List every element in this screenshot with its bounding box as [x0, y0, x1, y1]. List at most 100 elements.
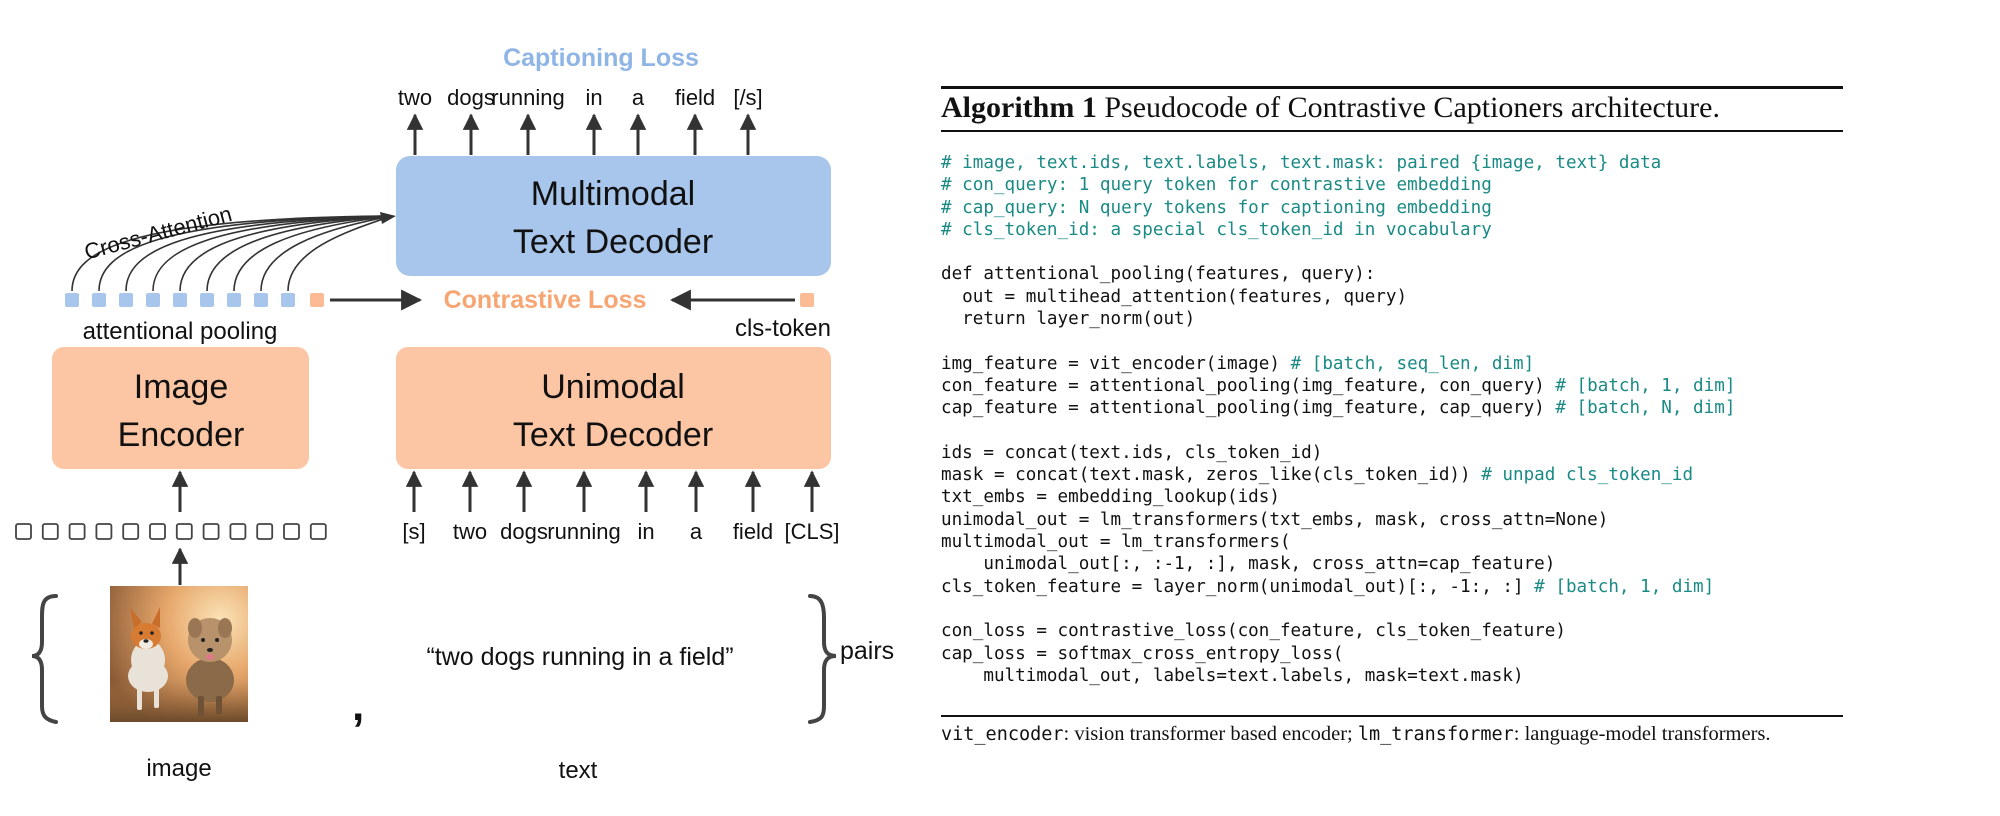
code-text: cap_loss = softmax_cross_entropy_loss(	[941, 643, 1344, 664]
left-brace	[31, 594, 58, 724]
footnote-term-lm-transformer: lm_transformer	[1357, 724, 1514, 745]
code-line: # cap_query: N query tokens for captioni…	[941, 198, 1492, 218]
cross-attention-curve	[71, 215, 393, 292]
code-comment: # cls_token_id: a special cls_token_id i…	[941, 219, 1492, 240]
code-line: txt_embs = embedding_lookup(ids)	[941, 487, 1280, 507]
code-text: def attentional_pooling(features, query)…	[941, 264, 1376, 285]
image-patch-token	[15, 523, 32, 540]
contrastive-loss-label: Contrastive Loss	[444, 286, 647, 314]
code-line: cap_feature = attentional_pooling(img_fe…	[941, 398, 1735, 418]
algorithm-footnote: vit_encoder: vision transformer based en…	[941, 723, 1771, 746]
input-token: in	[637, 519, 654, 544]
pooling-token	[254, 293, 268, 307]
code-line: mask = concat(text.mask, zeros_like(cls_…	[941, 465, 1693, 485]
code-text: img_feature = vit_encoder(image)	[941, 353, 1291, 374]
code-text: mask = concat(text.mask, zeros_like(cls_…	[941, 465, 1482, 486]
code-comment: # [batch, 1, dim]	[1555, 375, 1736, 396]
code-text: con_loss = contrastive_loss(con_feature,…	[941, 621, 1566, 642]
code-comment: # unpad cls_token_id	[1481, 465, 1694, 486]
code-line: return layer_norm(out)	[941, 309, 1195, 329]
code-line: unimodal_out = lm_transformers(txt_embs,…	[941, 510, 1608, 530]
pooling-token	[173, 293, 187, 307]
cross-attention-curve	[179, 215, 393, 292]
pair-separator-comma: ,	[352, 681, 364, 730]
code-line: con_loss = contrastive_loss(con_feature,…	[941, 621, 1566, 641]
code-text: multimodal_out = lm_transformers(	[941, 532, 1291, 553]
algorithm-number: Algorithm 1	[941, 91, 1097, 124]
cross-attention-curve	[233, 215, 393, 292]
output-token: field	[675, 85, 715, 110]
image-label: image	[146, 755, 211, 782]
top-rule	[941, 86, 1843, 89]
input-token: a	[690, 519, 703, 544]
code-line: img_feature = vit_encoder(image) # [batc…	[941, 354, 1534, 374]
image-patch-token	[256, 523, 274, 540]
pseudocode-block: # image, text.ids, text.labels, text.mas…	[941, 152, 1735, 687]
input-token: dogs	[500, 519, 548, 544]
unimodal-decoder-line1: Unimodal	[541, 368, 685, 406]
code-comment: # image, text.ids, text.labels, text.mas…	[941, 153, 1662, 173]
input-token: [s]	[402, 519, 425, 544]
image-patch-token	[122, 523, 140, 540]
code-line: # con_query: 1 query token for contrasti…	[941, 175, 1492, 195]
cross-attention-curve	[287, 215, 393, 292]
code-comment: # [batch, N, dim]	[1555, 398, 1736, 419]
contrastive-query-token	[310, 293, 324, 307]
input-token: two	[453, 519, 487, 544]
attentional-pooling-label: attentional pooling	[83, 318, 278, 345]
cls-token-label: cls-token	[735, 315, 831, 342]
input-token: running	[547, 519, 620, 544]
input-token: field	[733, 519, 773, 544]
image-patch-token	[95, 523, 113, 540]
dog-photo	[110, 586, 248, 722]
algorithm-caption: Pseudocode of Contrastive Captioners arc…	[1096, 91, 1720, 124]
output-token: dogs	[447, 85, 495, 110]
image-encoder-line1: Image	[134, 368, 229, 406]
image-patch-token	[309, 523, 327, 540]
code-text: multimodal_out, labels=text.labels, mask…	[941, 665, 1524, 686]
pooling-token	[119, 293, 133, 307]
code-line: con_feature = attentional_pooling(img_fe…	[941, 376, 1735, 396]
code-line: out = multihead_attention(features, quer…	[941, 287, 1407, 307]
pooling-token	[227, 293, 241, 307]
unimodal-decoder-line2: Text Decoder	[513, 416, 713, 454]
cross-attention-curve	[260, 215, 393, 292]
cross-attention-curve	[206, 215, 393, 292]
code-line: cls_token_feature = layer_norm(unimodal_…	[941, 577, 1714, 597]
code-line: ids = concat(text.ids, cls_token_id)	[941, 443, 1322, 463]
code-line: multimodal_out, labels=text.labels, mask…	[941, 665, 1524, 686]
unimodal-text-decoder-box	[396, 347, 831, 469]
pairs-label: pairs	[840, 637, 894, 665]
output-token: two	[398, 85, 432, 110]
output-token: [/s]	[733, 85, 762, 110]
title-rule	[941, 130, 1843, 132]
image-patch-tokens	[15, 523, 327, 540]
code-text: txt_embs = embedding_lookup(ids)	[941, 487, 1280, 508]
image-patch-token	[283, 523, 300, 540]
code-line: # cls_token_id: a special cls_token_id i…	[941, 220, 1492, 240]
input-token: [CLS]	[784, 519, 839, 544]
cross-attention-arrowhead	[380, 212, 396, 224]
code-text: unimodal_out = lm_transformers(txt_embs,…	[941, 509, 1609, 530]
image-patch-token	[175, 523, 193, 540]
code-line: # image, text.ids, text.labels, text.mas…	[941, 153, 1661, 173]
pooling-token	[146, 293, 160, 307]
output-arrows	[406, 113, 757, 155]
code-comment: # [batch, seq_len, dim]	[1290, 353, 1535, 374]
code-line: def attentional_pooling(features, query)…	[941, 264, 1375, 284]
code-text: con_feature = attentional_pooling(img_fe…	[941, 375, 1556, 396]
cls-token-square	[800, 293, 814, 307]
footnote-desc-1: : vision transformer based encoder;	[1063, 723, 1358, 745]
image-encoder-line2: Encoder	[118, 416, 245, 454]
pooling-token	[200, 293, 214, 307]
multimodal-text-decoder-box	[396, 156, 831, 276]
code-text: cap_feature = attentional_pooling(img_fe…	[941, 398, 1556, 419]
cross-attention-curve	[152, 215, 393, 292]
footnote-desc-2: : language-model transformers.	[1513, 723, 1771, 745]
output-token: running	[491, 85, 564, 110]
captioning-loss-label: Captioning Loss	[503, 44, 699, 72]
multimodal-decoder-line1: Multimodal	[531, 175, 695, 213]
